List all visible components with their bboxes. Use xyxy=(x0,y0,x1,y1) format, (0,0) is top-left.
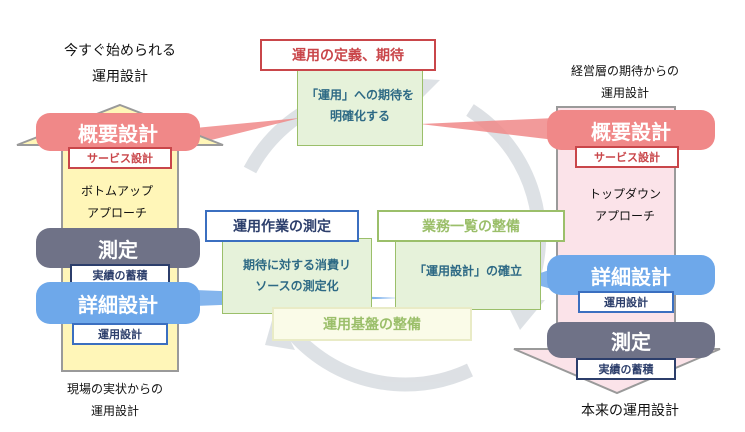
right-bottom-caption: 本来の運用設計 xyxy=(581,403,679,419)
left-detail-pill: 詳細設計 xyxy=(36,282,200,324)
measurement-box: 期待に対する消費リ ソースの測定化 xyxy=(222,238,372,314)
left-overview-pill: 概要設計 xyxy=(36,113,200,151)
infra-title: 運用基盤の整備 xyxy=(272,307,472,341)
right-top-caption: 経営層の期待からの 運用設計 xyxy=(570,64,679,100)
right-detail-pill: 詳細設計 xyxy=(547,255,715,295)
right-measure-tag: 実績の蓄積 xyxy=(576,358,676,380)
right-overview-connector xyxy=(420,118,555,140)
left-top-caption: 今すぐ始められる 運用設計 xyxy=(64,43,176,85)
left-approach-label: ボトムアップ アプローチ xyxy=(80,184,153,220)
measurement-title: 運用作業の測定 xyxy=(205,210,359,242)
right-detail-tag: 運用設計 xyxy=(578,291,674,313)
right-overview-pill: 概要設計 xyxy=(547,110,715,150)
left-measure-pill: 測定 xyxy=(36,228,200,268)
right-overview-tag: サービス設計 xyxy=(575,146,679,168)
left-overview-tag: サービス設計 xyxy=(68,147,172,169)
catalog-title: 業務一覧の整備 xyxy=(377,210,565,242)
right-approach-label: トップダウン アプローチ xyxy=(588,187,661,223)
left-bottom-caption: 現場の実状からの 運用設計 xyxy=(66,382,163,418)
definition-box: 「運用」への期待を 明確化する xyxy=(297,66,423,146)
left-overview-connector xyxy=(195,118,300,144)
right-measure-pill: 測定 xyxy=(547,322,715,358)
definition-title: 運用の定義、期待 xyxy=(260,39,436,71)
catalog-box: 「運用設計」の確立 xyxy=(395,232,541,310)
left-detail-tag: 運用設計 xyxy=(72,323,168,345)
